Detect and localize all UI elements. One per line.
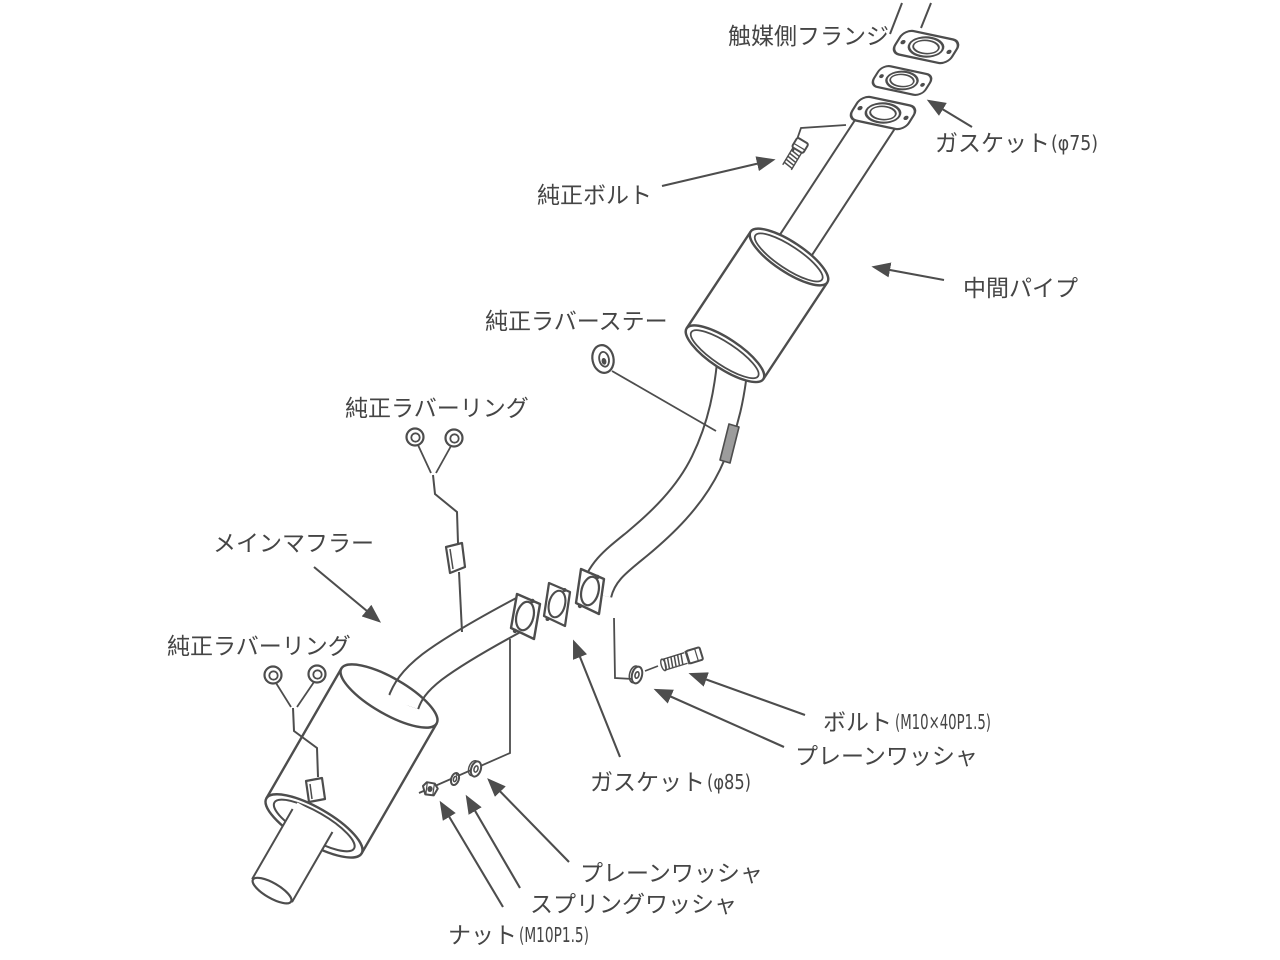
label-catalyst-flange: 触媒側フランジ [728,24,889,50]
leader-nut-axis [418,639,511,794]
arrow-center-pipe [871,262,945,282]
plain-washer-part-mid [628,665,644,685]
gasket-85-part [542,581,572,628]
arrow-main-muffler [313,566,382,623]
rubber-ring-upper-left [405,427,425,447]
hanger-bracket-lower [304,776,327,804]
pipe-flange-part [849,95,917,131]
annotation-arrows [313,99,973,908]
bolt-part [660,646,704,672]
hanger-rod-lower [275,681,319,778]
label-gasket-75-spec: (φ75) [1051,131,1098,155]
label-main-muffler: メインマフラー [213,531,374,557]
label-bolt: ボルト [823,710,892,736]
label-spring-washer: スプリングワッシャ [530,892,737,918]
front-pipe [773,101,900,265]
label-stock-rubber-ring-lower: 純正ラバーリング [167,634,351,660]
label-nut: ナット [448,923,517,949]
muffler-tip [251,802,336,905]
arrow-spring-washer [465,794,521,889]
nut-part [421,781,439,797]
plain-washer-part [467,759,483,778]
main-muffler-inlet-pipe [386,596,532,710]
arrow-plain-washer-upper [653,688,785,748]
main-muffler-body [251,663,439,905]
flange-studs [889,2,932,35]
leader-washer-bolt [644,665,659,672]
outlet-flange-part [574,567,606,616]
label-stock-rubber-stay: 純正ラバーステー [485,309,668,335]
arrow-gasket-85 [573,639,621,758]
arrow-stock-bolt [661,156,776,188]
label-stock-rubber-ring-upper: 純正ラバーリング [345,396,529,422]
arrow-nut [439,800,504,908]
rubber-ring-lower-left [263,665,283,685]
pipe-stay-rod [719,423,740,464]
label-bolt-spec: (M10×40P1.5) [895,710,991,734]
label-plain-washer-lower: プレーンワッシャ [580,861,763,887]
label-center-pipe: 中間パイプ [963,276,1078,302]
hanger-bracket-upper [444,541,467,575]
intermediate-muffler [684,227,830,384]
arrow-plain-washer-lower [487,778,570,863]
gasket-75-part [871,65,933,96]
stock-bolt-part [782,137,809,171]
label-nut-spec: (M10P1.5) [519,923,589,947]
hanger-rod-upper [417,444,463,633]
arrow-bolt [688,672,806,716]
label-gasket-75: ガスケット [935,131,1050,157]
spring-washer-part [449,771,461,787]
inlet-flange-part [509,592,542,641]
rubber-ring-upper-right [444,428,464,448]
catalyst-flange-part [892,29,960,65]
label-gasket-85: ガスケット [590,770,705,796]
leader-lines [418,124,847,794]
label-plain-washer-upper: プレーンワッシャ [795,744,978,770]
rubber-stay-grommet [591,344,615,374]
rubber-ring-lower-right [307,664,327,684]
leader-bolt-axis [613,617,634,680]
label-gasket-85-spec: (φ85) [707,770,751,794]
label-stock-bolt: 純正ボルト [537,183,652,209]
intermediate-pipe-sbend [579,343,751,599]
leader-rubber-stay [611,370,717,432]
arrow-gasket-75 [926,99,973,128]
